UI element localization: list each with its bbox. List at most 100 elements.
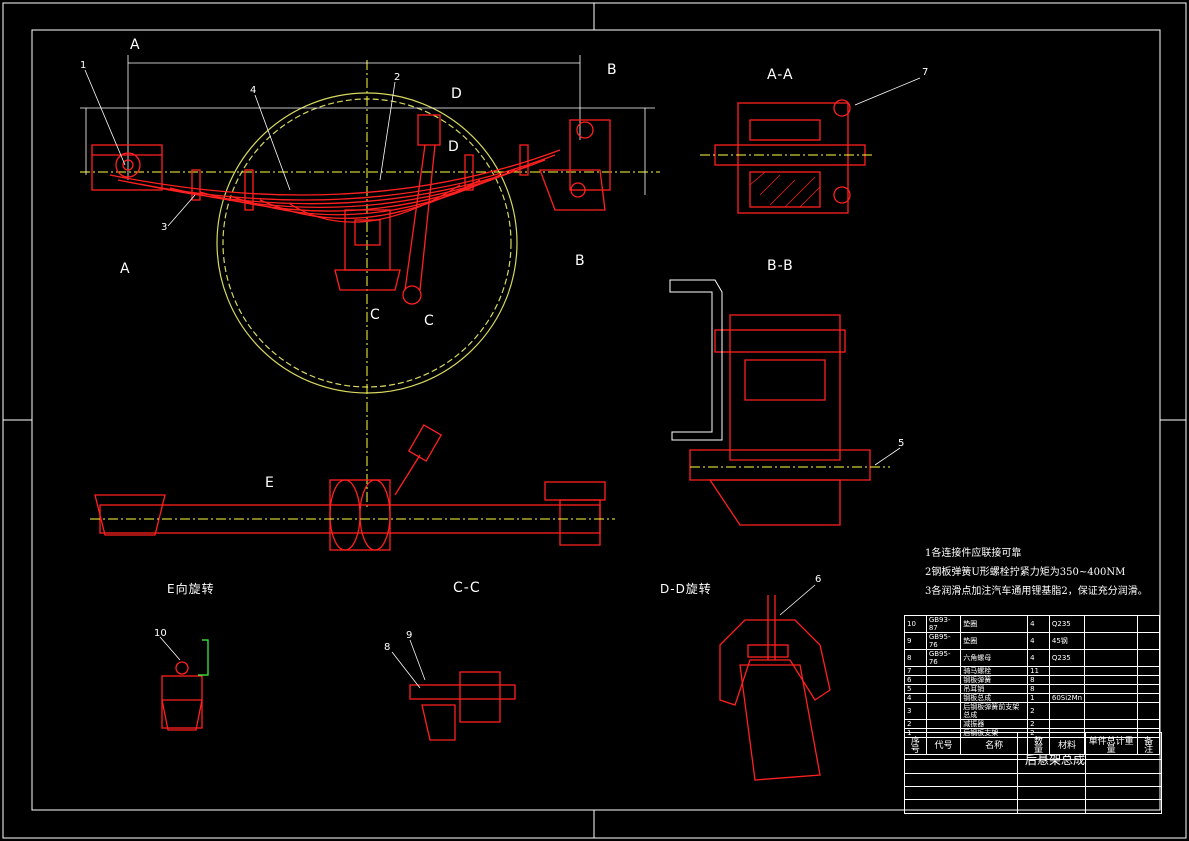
parts-cell-material	[1048, 719, 1086, 729]
item-number-3: 3	[161, 222, 168, 233]
parts-cell-name: 减振器	[960, 719, 1029, 729]
section-mark-c-right: C	[424, 313, 435, 329]
parts-cell-material: Q235	[1048, 615, 1086, 633]
parts-cell-remark	[1137, 615, 1160, 633]
parts-cell-no: 9	[904, 632, 927, 650]
centering-marks	[3, 3, 1186, 838]
parts-cell-no: 3	[904, 702, 927, 720]
section-mark-a-bottom: A	[120, 261, 131, 277]
view-cc	[409, 671, 516, 741]
parts-cell-remark	[1137, 632, 1160, 650]
item-number-7: 7	[922, 67, 929, 78]
parts-cell-weight	[1084, 615, 1139, 633]
front-bracket	[91, 144, 163, 191]
section-bb-bracket	[669, 279, 723, 441]
view-dd	[719, 595, 831, 781]
parts-cell-name: 钢板总成	[960, 693, 1029, 703]
parts-cell-remark	[1137, 684, 1160, 694]
parts-cell-qty: 4	[1027, 632, 1050, 650]
section-aa-hatch	[749, 171, 821, 208]
header-name: 名称	[960, 737, 1029, 755]
parts-cell-qty: 4	[1027, 615, 1050, 633]
parts-cell-code	[925, 675, 962, 685]
parts-cell-remark	[1137, 693, 1160, 703]
section-mark-a-top: A	[130, 37, 141, 53]
parts-cell-code	[925, 684, 962, 694]
view-e	[161, 661, 203, 731]
parts-cell-name: 骑马螺栓	[960, 666, 1029, 676]
parts-cell-remark	[1137, 702, 1160, 720]
tech-note-1: 1各连接件应联接可靠	[925, 548, 1022, 559]
rear-bracket	[539, 119, 611, 211]
section-mark-d-top: D	[451, 86, 463, 102]
parts-cell-no: 7	[904, 666, 927, 676]
drawing-title: 后悬架总成	[1025, 753, 1086, 767]
parts-cell-no: 2	[904, 719, 927, 729]
header-material: 材料	[1048, 737, 1086, 755]
parts-cell-weight	[1084, 693, 1139, 703]
parts-cell-name: 垫圈	[960, 632, 1029, 650]
axle-plan-view	[94, 424, 606, 551]
parts-cell-code: GB93-87	[925, 615, 962, 633]
parts-cell-weight	[1084, 684, 1139, 694]
item-number-6: 6	[815, 574, 822, 585]
section-mark-d-mid: D	[448, 139, 460, 155]
parts-cell-qty: 1	[1027, 693, 1050, 703]
parts-cell-remark	[1137, 649, 1160, 667]
view-title-bb: B-B	[767, 258, 794, 274]
parts-cell-weight	[1084, 649, 1139, 667]
parts-cell-weight	[1084, 719, 1139, 729]
parts-cell-weight	[1084, 675, 1139, 685]
item-number-9: 9	[406, 630, 413, 641]
tech-note-3: 3各润滑点加注汽车通用锂基脂2，保证充分润滑。	[925, 586, 1148, 597]
section-mark-b-bottom: B	[575, 253, 586, 269]
parts-list-header: 序号 代号 名称 数量 材料 单件总计重量 备注	[904, 737, 1160, 755]
shock-absorber	[402, 114, 441, 305]
view-title-cc: C-C	[453, 580, 481, 596]
title-block: 后悬架总成	[904, 732, 1162, 814]
view-title-dd: D-D旋转	[660, 582, 712, 596]
axle-housing	[334, 209, 401, 291]
header-remark: 备注	[1137, 737, 1160, 755]
item-number-4: 4	[250, 85, 257, 96]
parts-cell-no: 4	[904, 693, 927, 703]
parts-cell-material: 45钢	[1048, 632, 1086, 650]
parts-cell-code	[925, 666, 962, 676]
parts-cell-material	[1048, 702, 1086, 720]
parts-cell-name: 后钢板弹簧前支架总成	[960, 702, 1029, 720]
parts-cell-qty: 8	[1027, 675, 1050, 685]
parts-cell-code	[925, 693, 962, 703]
section-bb	[689, 314, 871, 526]
parts-cell-qty: 4	[1027, 649, 1050, 667]
centerlines-main	[80, 60, 660, 510]
item-number-5: 5	[898, 438, 905, 449]
parts-cell-remark	[1137, 666, 1160, 676]
parts-cell-material	[1048, 684, 1086, 694]
header-code: 代号	[925, 737, 962, 755]
parts-cell-material	[1048, 675, 1086, 685]
section-aa	[714, 99, 866, 214]
parts-cell-no: 5	[904, 684, 927, 694]
parts-cell-code	[925, 719, 962, 729]
parts-cell-material: 60Si2Mn	[1048, 693, 1086, 703]
parts-cell-qty: 2	[1027, 702, 1050, 720]
view-title-e: E向旋转	[167, 582, 215, 596]
view-title-aa: A-A	[767, 67, 794, 83]
view-mark-e: E	[265, 475, 275, 491]
item-number-1: 1	[80, 60, 87, 71]
parts-cell-qty: 8	[1027, 684, 1050, 694]
parts-cell-name: 吊耳销	[960, 684, 1029, 694]
parts-cell-material	[1048, 666, 1086, 676]
parts-cell-code	[925, 702, 962, 720]
tech-note-2: 2钢板弹簧U形螺栓拧紧力矩为350~400NM	[925, 567, 1126, 578]
item-number-2: 2	[394, 72, 401, 83]
parts-cell-name: 垫圈	[960, 615, 1029, 633]
section-mark-c-left: C	[370, 307, 381, 323]
